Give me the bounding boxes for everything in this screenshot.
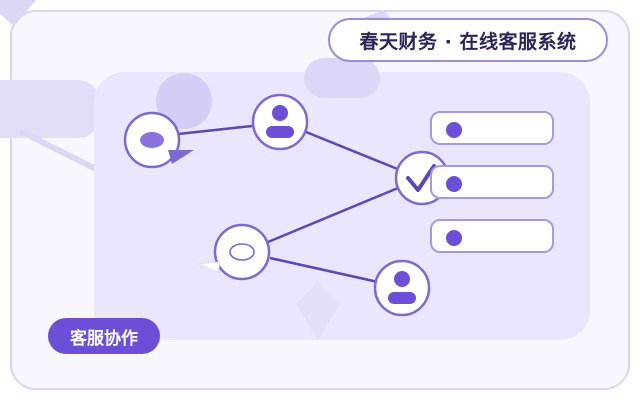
task-card bbox=[430, 165, 554, 199]
left-pill-shape bbox=[0, 80, 100, 138]
flow-connector bbox=[267, 186, 399, 244]
flow-connector bbox=[269, 256, 379, 284]
user-avatar-icon bbox=[251, 93, 309, 151]
status-dot-icon bbox=[446, 230, 462, 246]
status-dot-icon bbox=[446, 176, 462, 192]
category-tag: 客服协作 bbox=[48, 318, 160, 354]
status-dot-icon bbox=[446, 122, 462, 138]
chat-bubble-icon bbox=[123, 111, 194, 169]
task-card bbox=[430, 219, 554, 253]
flow-connector bbox=[305, 130, 401, 172]
diagonal-line-shape bbox=[19, 129, 105, 175]
circle-blob-shape bbox=[156, 73, 212, 129]
corner-triangle-shape bbox=[0, 0, 36, 26]
flow-connector bbox=[177, 124, 253, 136]
user-avatar-icon bbox=[373, 259, 431, 317]
task-card bbox=[430, 111, 554, 145]
cloud-pill-shape bbox=[304, 58, 380, 98]
page-title: 春天财务 · 在线客服系统 bbox=[328, 18, 608, 62]
diamond-shape bbox=[296, 282, 340, 340]
chat-bubble-icon bbox=[197, 223, 271, 281]
